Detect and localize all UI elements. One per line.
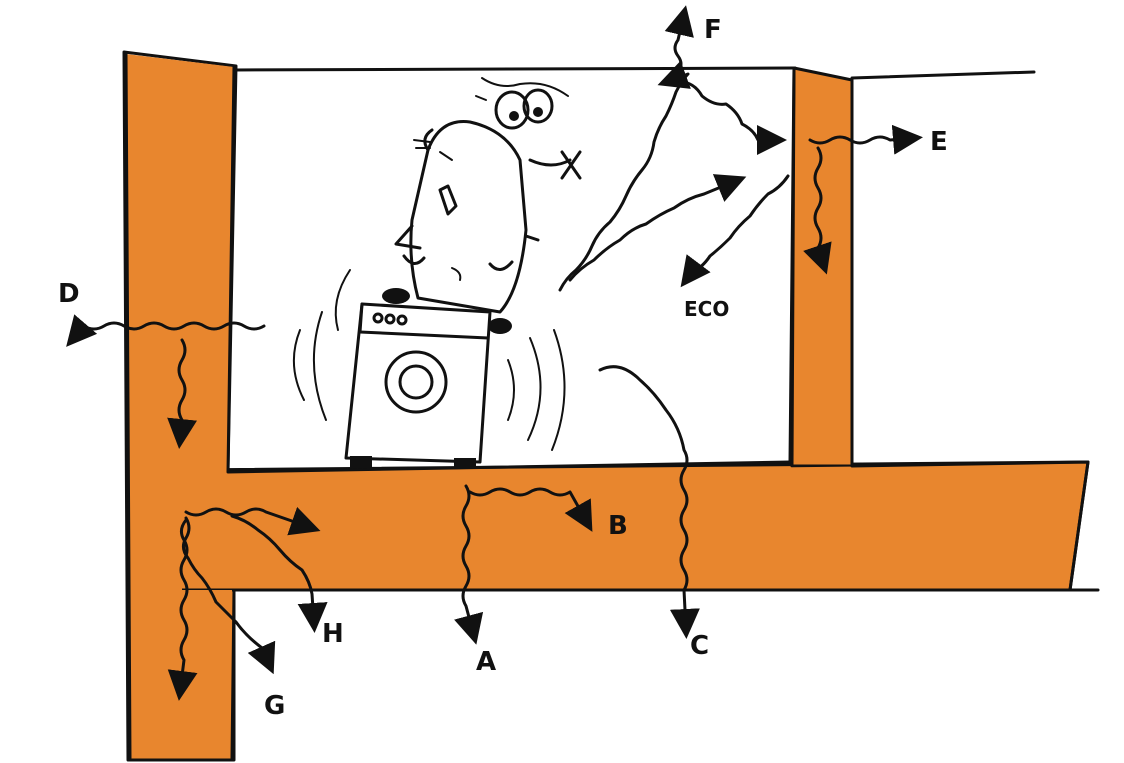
label-b: B bbox=[608, 511, 628, 541]
path-c-arrow bbox=[598, 365, 700, 639]
path-h-arrow bbox=[230, 514, 328, 633]
path-d-arrow bbox=[66, 314, 266, 347]
label-f: F bbox=[704, 15, 722, 45]
label-h: H bbox=[322, 619, 344, 649]
path-g-down-arrow bbox=[167, 518, 198, 701]
structure-outline-3 bbox=[230, 78, 1090, 760]
echo-path-1 bbox=[558, 60, 691, 292]
path-a-arrow bbox=[454, 484, 484, 645]
label-d: D bbox=[58, 279, 80, 309]
label-g: G bbox=[264, 691, 285, 721]
path-d-down-arrow bbox=[167, 338, 198, 449]
path-h-branch-arrow bbox=[184, 506, 321, 536]
upper-floor-line bbox=[850, 70, 1036, 80]
echo-path-3 bbox=[568, 174, 747, 282]
cartoon-mouse-icon bbox=[382, 77, 582, 334]
path-e-down-arrow bbox=[803, 146, 832, 275]
building-structure bbox=[122, 50, 1100, 762]
vibration-lines bbox=[292, 269, 566, 451]
structure-outline-2 bbox=[226, 65, 792, 474]
right-column bbox=[790, 66, 854, 468]
echo-path-4 bbox=[680, 174, 790, 288]
sound-paths bbox=[66, 5, 923, 701]
path-f-arrow bbox=[664, 5, 694, 74]
structure-outline bbox=[124, 52, 132, 760]
path-e-arrow bbox=[808, 124, 923, 155]
labels: A B C D E F G H ECO bbox=[58, 15, 948, 721]
path-b-arrow bbox=[468, 487, 593, 532]
label-c: C bbox=[690, 631, 709, 661]
ceiling-line bbox=[232, 66, 797, 72]
label-echo: ECO bbox=[684, 297, 729, 321]
structure-outline-4 bbox=[788, 66, 796, 464]
label-e: E bbox=[930, 127, 948, 157]
path-g-arrow bbox=[181, 516, 276, 675]
echo-path-2 bbox=[678, 80, 787, 155]
washing-machine-icon: 000 bbox=[344, 302, 492, 468]
floor-slab-fill bbox=[184, 464, 1086, 588]
label-a: A bbox=[476, 647, 496, 677]
